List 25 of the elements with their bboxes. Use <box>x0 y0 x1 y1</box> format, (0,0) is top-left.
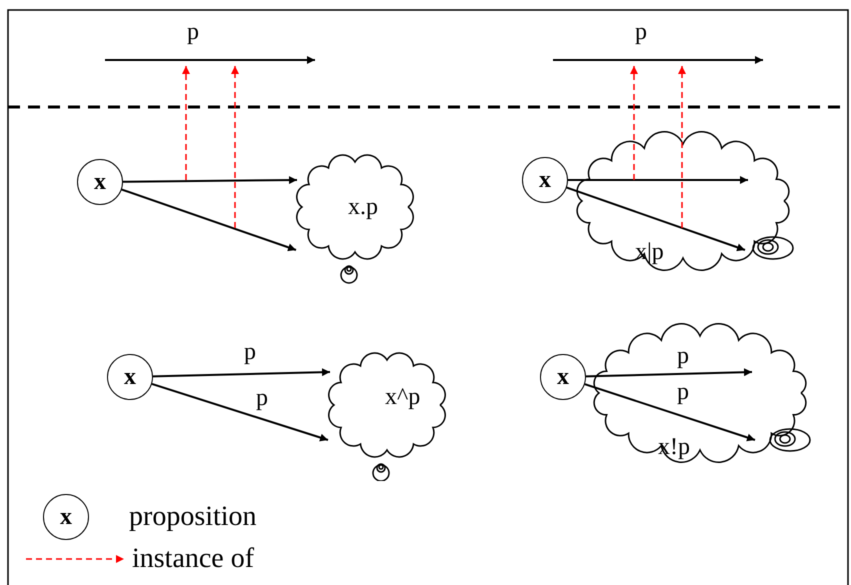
arrow-label: p <box>187 20 199 44</box>
node-label: x <box>94 170 106 194</box>
node-label: x|p <box>635 240 664 264</box>
arrow <box>586 368 752 378</box>
instance-arrow <box>630 66 638 180</box>
arrow <box>152 383 328 442</box>
arrow <box>123 176 298 184</box>
node-label: x^p <box>385 385 420 409</box>
instance-arrow <box>678 66 686 228</box>
legend-label: instance of <box>132 545 254 573</box>
node-label: x!p <box>658 435 690 459</box>
legend-label: proposition <box>129 503 257 531</box>
node-label: x <box>539 168 551 192</box>
node-label: x.p <box>348 195 378 219</box>
arrow-label: p <box>635 20 647 44</box>
instance-arrow <box>182 66 190 180</box>
arrow <box>568 176 748 184</box>
node-label: x <box>557 365 569 389</box>
legend-sample-label: x <box>60 505 72 529</box>
arrow <box>584 383 756 442</box>
node-label: x <box>124 365 136 389</box>
instance-arrow <box>231 66 239 228</box>
arrow <box>121 188 296 252</box>
arrow <box>152 368 330 378</box>
arrow <box>566 186 746 252</box>
